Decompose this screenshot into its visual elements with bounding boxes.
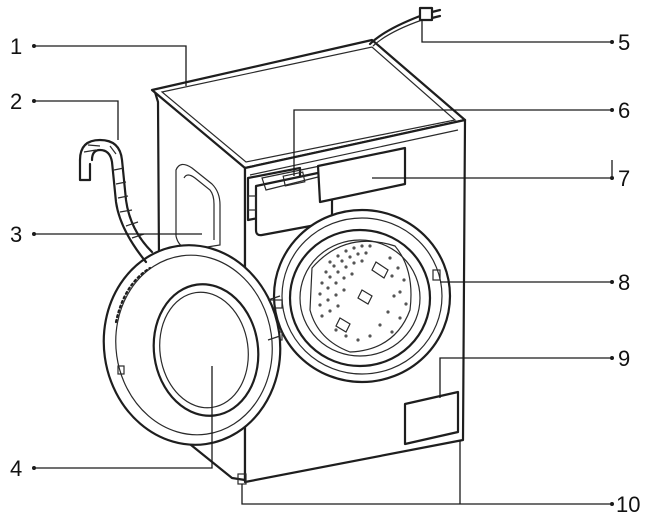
open-door xyxy=(102,244,282,446)
leader-2 xyxy=(34,100,119,140)
washing-machine-illustration xyxy=(78,6,467,485)
drum-opening xyxy=(288,228,432,368)
drain-hose xyxy=(78,138,154,264)
leader-9 xyxy=(439,357,612,398)
callout-8: 8 xyxy=(618,270,630,295)
leader-6 xyxy=(293,109,612,176)
callout-1: 1 xyxy=(10,34,22,59)
callout-6: 6 xyxy=(618,98,630,123)
callout-numbers: 1 2 3 4 5 6 7 8 9 10 xyxy=(10,30,640,515)
leader-4 xyxy=(34,366,213,469)
door-glass xyxy=(152,283,260,417)
drum xyxy=(299,239,421,357)
side-panel-recess xyxy=(175,163,221,251)
control-panel xyxy=(316,146,407,204)
callout-9: 9 xyxy=(618,346,630,371)
leader-10 xyxy=(241,484,612,505)
leader-1 xyxy=(34,45,187,86)
power-cord xyxy=(368,6,442,47)
leader-5 xyxy=(421,20,612,43)
callout-leaders xyxy=(32,20,614,506)
callout-4: 4 xyxy=(10,456,22,481)
callout-5: 5 xyxy=(618,30,630,55)
callout-3: 3 xyxy=(10,222,22,247)
door-lock-slot xyxy=(432,269,441,281)
callout-7: 7 xyxy=(618,166,630,191)
callout-10: 10 xyxy=(616,492,640,515)
callout-2: 2 xyxy=(10,89,22,114)
